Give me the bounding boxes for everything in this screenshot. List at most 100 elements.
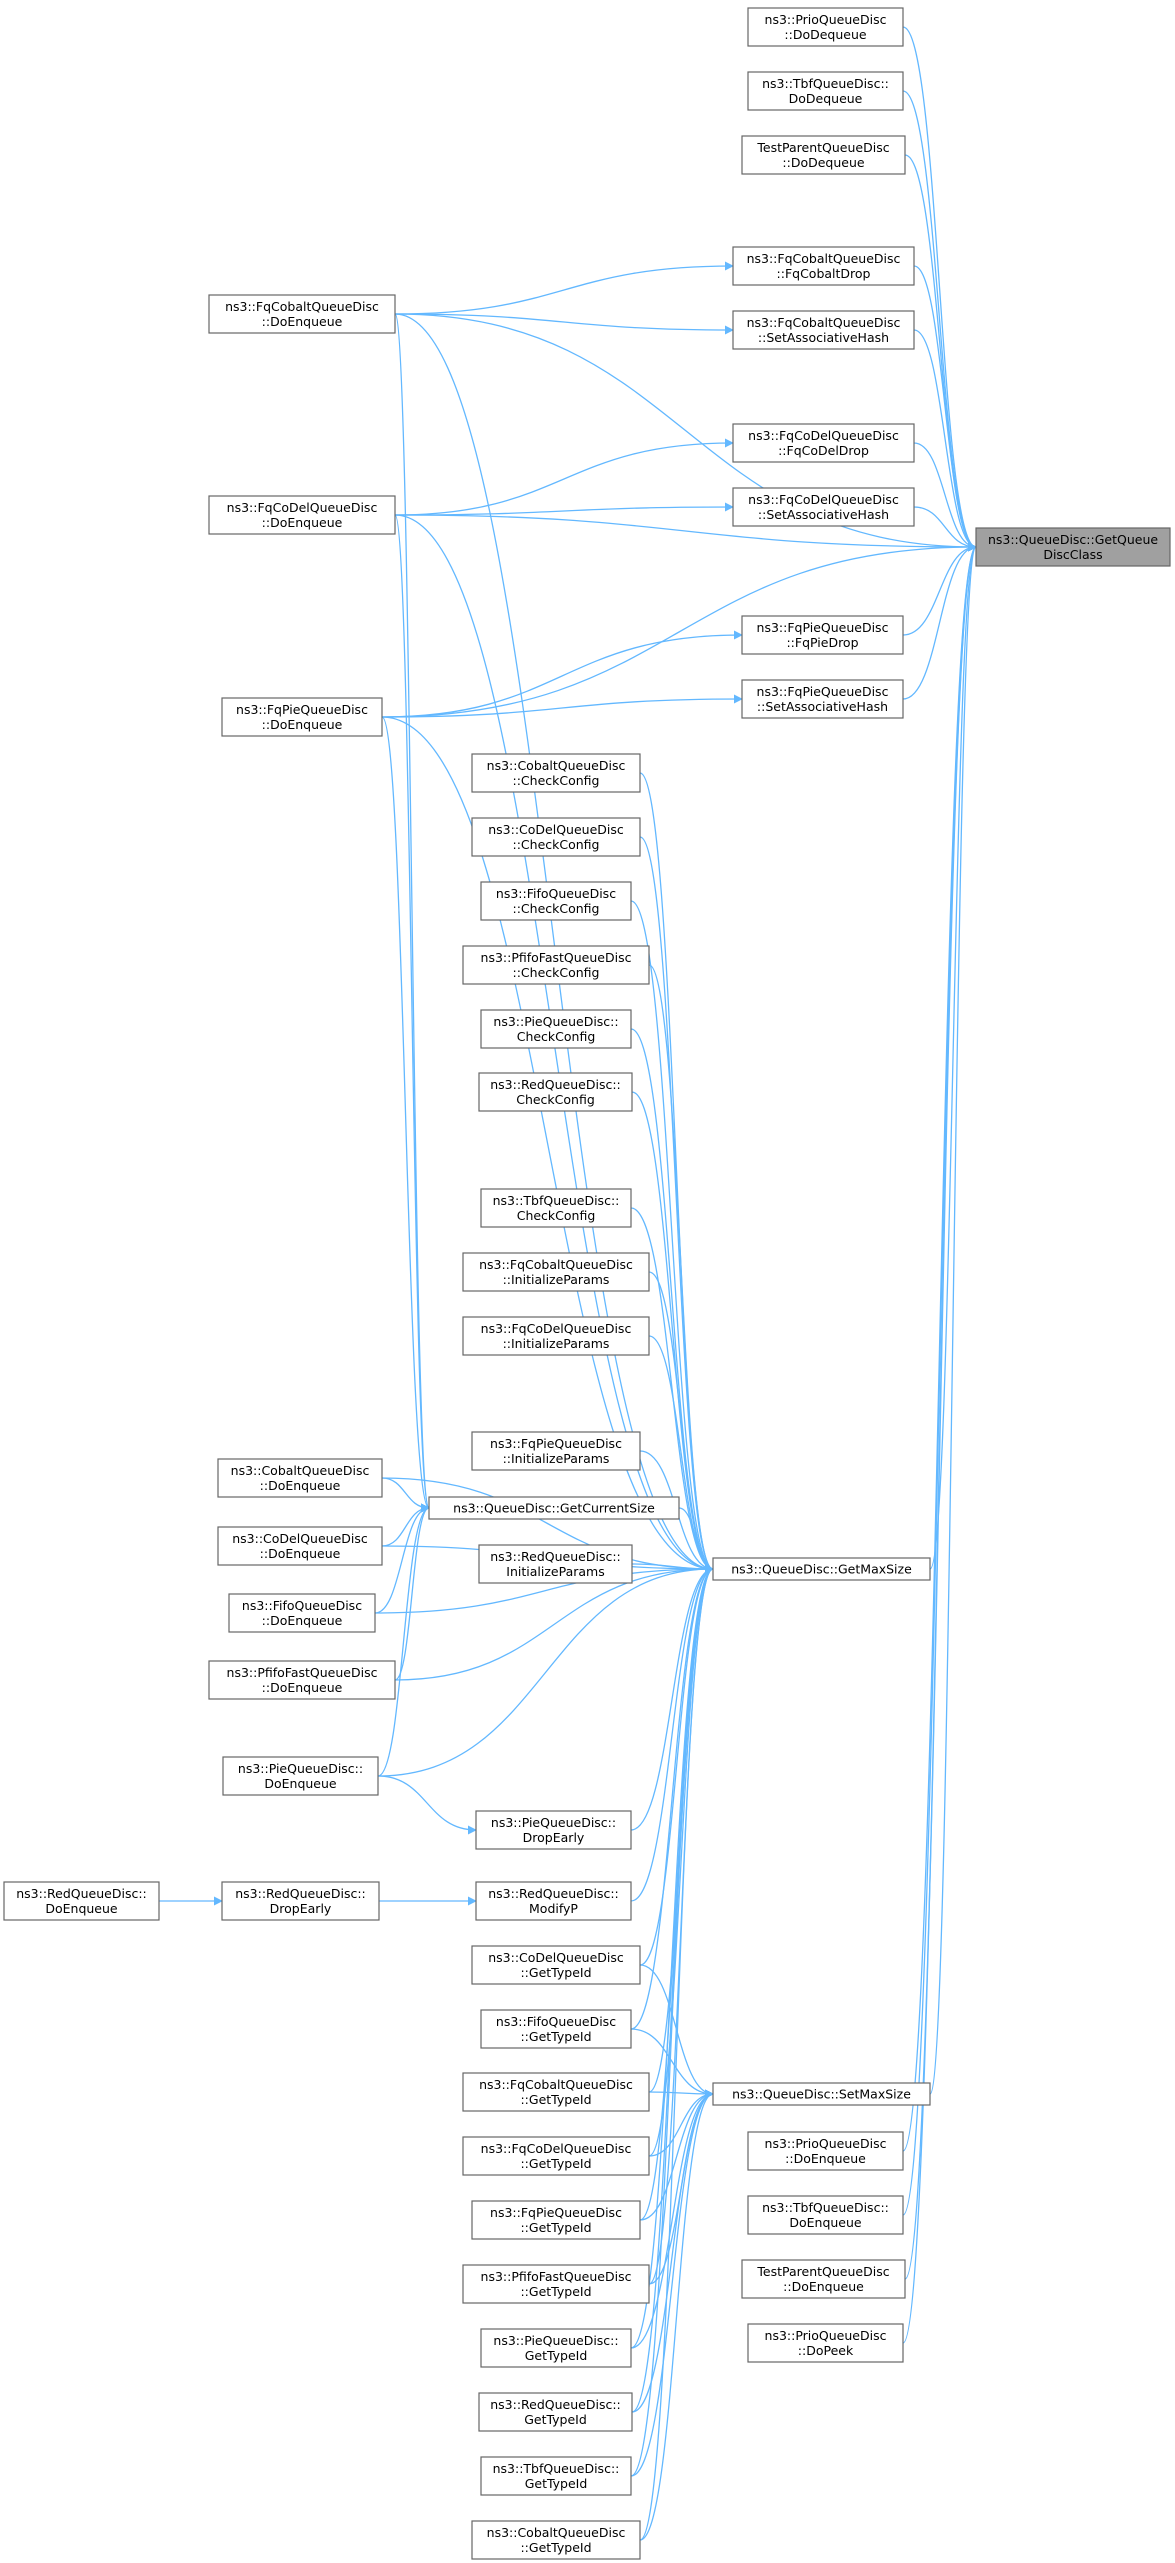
node-fq-co-del-do-enqueue[interactable]: ns3::FqCoDelQueueDisc::DoEnqueue <box>208 495 396 535</box>
node-label: ns3::FqCobaltQueueDisc <box>225 299 379 314</box>
node-red-drop-early[interactable]: ns3::RedQueueDisc::DropEarly <box>221 1881 380 1921</box>
node-pfifo-type-id[interactable]: ns3::PfifoFastQueueDisc::GetTypeId <box>462 2264 650 2304</box>
node-fifo-type-id[interactable]: ns3::FifoQueueDisc::GetTypeId <box>480 2009 632 2049</box>
node-prio-do-dequeue[interactable]: ns3::PrioQueueDisc::DoDequeue <box>747 7 904 47</box>
node-box <box>732 423 915 463</box>
node-co-del-do-enqueue[interactable]: ns3::CoDelQueueDisc::DoEnqueue <box>217 1526 383 1566</box>
node-label: ::CheckConfig <box>513 773 600 788</box>
node-co-del-type-id[interactable]: ns3::CoDelQueueDisc::GetTypeId <box>471 1945 641 1985</box>
node-fq-pie-init[interactable]: ns3::FqPieQueueDisc::InitializeParams <box>471 1431 641 1471</box>
node-pie-check[interactable]: ns3::PieQueueDisc::CheckConfig <box>480 1009 632 1049</box>
edge-pfifo-check-to-get-max-size <box>648 964 714 1574</box>
node-fq-pie-set-hash[interactable]: ns3::FqPieQueueDisc::SetAssociativeHash <box>741 679 904 719</box>
edge-red-modify-p-to-get-max-size <box>630 1564 714 1902</box>
node-label: ::DoDequeue <box>782 155 864 170</box>
node-get-max-size[interactable]: ns3::QueueDisc::GetMaxSize <box>712 1557 931 1581</box>
node-box <box>3 1881 160 1921</box>
node-prio-do-enqueue[interactable]: ns3::PrioQueueDisc::DoEnqueue <box>747 2131 904 2171</box>
node-fq-co-del-init[interactable]: ns3::FqCoDelQueueDisc::InitializeParams <box>462 1316 650 1356</box>
node-red-type-id[interactable]: ns3::RedQueueDisc::GetTypeId <box>478 2392 633 2432</box>
node-fq-co-del-drop[interactable]: ns3::FqCoDelQueueDisc::FqCoDelDrop <box>732 423 915 463</box>
node-box <box>462 2264 650 2304</box>
node-red-modify-p[interactable]: ns3::RedQueueDisc::ModifyP <box>475 1881 632 1921</box>
node-label: ns3::PieQueueDisc:: <box>493 1014 618 1029</box>
node-label: ns3::FifoQueueDisc <box>496 886 616 901</box>
node-fq-cobalt-set-hash[interactable]: ns3::FqCobaltQueueDisc::SetAssociativeHa… <box>732 310 915 350</box>
node-box <box>747 2131 904 2171</box>
node-label: ns3::RedQueueDisc:: <box>490 1549 621 1564</box>
edge-fq-pie-do-enqueue-to-get-current-size <box>381 716 430 1513</box>
node-fifo-check[interactable]: ns3::FifoQueueDisc::CheckConfig <box>480 881 632 921</box>
node-cobalt-check[interactable]: ns3::CobaltQueueDisc::CheckConfig <box>471 753 641 793</box>
node-test-do-enqueue[interactable]: TestParentQueueDisc::DoEnqueue <box>741 2259 906 2299</box>
node-cobalt-type-id[interactable]: ns3::CobaltQueueDisc::GetTypeId <box>471 2520 641 2560</box>
node-pie-type-id[interactable]: ns3::PieQueueDisc::GetTypeId <box>480 2328 632 2368</box>
node-co-del-check[interactable]: ns3::CoDelQueueDisc::CheckConfig <box>471 817 641 857</box>
edge-fq-pie-drop-to-get-queue-disc-class <box>902 542 977 636</box>
node-fq-cobalt-type-id[interactable]: ns3::FqCobaltQueueDisc::GetTypeId <box>462 2072 650 2112</box>
node-box <box>741 2259 906 2299</box>
node-pfifo-do-enqueue[interactable]: ns3::PfifoFastQueueDisc::DoEnqueue <box>208 1660 396 1700</box>
node-box <box>217 1458 383 1498</box>
edge-fifo-do-enqueue-to-get-max-size <box>374 1564 714 1614</box>
node-box <box>462 1252 650 1292</box>
node-tbf-do-dequeue[interactable]: ns3::TbfQueueDisc::DoDequeue <box>747 71 904 111</box>
edge-fifo-type-id-to-set-max-size <box>630 2028 714 2099</box>
edge-co-del-type-id-to-set-max-size <box>639 1964 714 2099</box>
node-fq-cobalt-do-enqueue[interactable]: ns3::FqCobaltQueueDisc::DoEnqueue <box>208 294 396 334</box>
edge-fq-co-del-do-enqueue-to-get-queue-disc-class <box>394 514 977 552</box>
edge-get-max-size-to-get-queue-disc-class <box>929 542 977 1570</box>
node-label: ns3::FifoQueueDisc <box>496 2014 616 2029</box>
node-box <box>480 2328 632 2368</box>
node-label: ns3::FqCobaltQueueDisc <box>479 1257 633 1272</box>
node-get-current-size[interactable]: ns3::QueueDisc::GetCurrentSize <box>428 1496 680 1520</box>
node-red-init[interactable]: ns3::RedQueueDisc::InitializeParams <box>478 1544 633 1584</box>
node-box <box>480 1188 632 1228</box>
node-label: ns3::FqPieQueueDisc <box>236 702 368 717</box>
node-tbf-type-id[interactable]: ns3::TbfQueueDisc::GetTypeId <box>480 2456 632 2496</box>
node-red-check[interactable]: ns3::RedQueueDisc::CheckConfig <box>478 1072 633 1112</box>
node-fq-cobalt-drop[interactable]: ns3::FqCobaltQueueDisc::FqCobaltDrop <box>732 246 915 286</box>
node-red-do-enqueue[interactable]: ns3::RedQueueDisc::DoEnqueue <box>3 1881 160 1921</box>
node-box <box>732 310 915 350</box>
node-label: ::GetTypeId <box>520 2540 591 2555</box>
node-fq-pie-type-id[interactable]: ns3::FqPieQueueDisc::GetTypeId <box>471 2200 641 2240</box>
node-label: ns3::QueueDisc::SetMaxSize <box>732 2087 911 2102</box>
node-fq-co-del-set-hash[interactable]: ns3::FqCoDelQueueDisc::SetAssociativeHas… <box>732 487 915 527</box>
node-fifo-do-enqueue[interactable]: ns3::FifoQueueDisc::DoEnqueue <box>228 1593 376 1633</box>
node-test-do-dequeue[interactable]: TestParentQueueDisc::DoDequeue <box>741 135 906 175</box>
node-fq-co-del-type-id[interactable]: ns3::FqCoDelQueueDisc::GetTypeId <box>462 2136 650 2176</box>
edge-fq-pie-type-id-to-get-max-size <box>639 1564 714 2221</box>
node-label: ::DoEnqueue <box>262 314 343 329</box>
node-label: ns3::FqCoDelQueueDisc <box>748 492 899 507</box>
node-pie-drop-early[interactable]: ns3::PieQueueDisc::DropEarly <box>475 1810 632 1850</box>
node-box <box>741 679 904 719</box>
node-fq-pie-do-enqueue[interactable]: ns3::FqPieQueueDisc::DoEnqueue <box>221 697 383 737</box>
node-label: CheckConfig <box>516 1092 595 1107</box>
node-label: ::DoEnqueue <box>785 2151 866 2166</box>
node-layer: ns3::QueueDisc::GetQueueDiscClassns3::Pr… <box>3 7 1171 2560</box>
node-fq-pie-drop[interactable]: ns3::FqPieQueueDisc::FqPieDrop <box>741 615 904 655</box>
node-box <box>462 945 650 985</box>
edge-cobalt-type-id-to-get-max-size <box>639 1564 714 2541</box>
node-prio-do-peek[interactable]: ns3::PrioQueueDisc::DoPeek <box>747 2323 904 2363</box>
node-fq-cobalt-init[interactable]: ns3::FqCobaltQueueDisc::InitializeParams <box>462 1252 650 1292</box>
node-label: ns3::FqPieQueueDisc <box>490 1436 622 1451</box>
node-pfifo-check[interactable]: ns3::PfifoFastQueueDisc::CheckConfig <box>462 945 650 985</box>
node-label: ::DoEnqueue <box>262 1680 343 1695</box>
node-box <box>478 1544 633 1584</box>
node-label: ns3::CobaltQueueDisc <box>487 758 626 773</box>
node-set-max-size[interactable]: ns3::QueueDisc::SetMaxSize <box>712 2082 931 2106</box>
node-cobalt-do-enqueue[interactable]: ns3::CobaltQueueDisc::DoEnqueue <box>217 1458 383 1498</box>
node-tbf-check[interactable]: ns3::TbfQueueDisc::CheckConfig <box>480 1188 632 1228</box>
node-label: ns3::PrioQueueDisc <box>765 2136 887 2151</box>
node-tbf-do-enqueue[interactable]: ns3::TbfQueueDisc::DoEnqueue <box>747 2195 904 2235</box>
edge-test-do-dequeue-to-get-queue-disc-class <box>904 154 977 552</box>
node-label: ::InitializeParams <box>503 1336 610 1351</box>
node-pie-do-enqueue[interactable]: ns3::PieQueueDisc::DoEnqueue <box>222 1756 379 1796</box>
node-label: ::DoPeek <box>798 2343 854 2358</box>
node-label: GetTypeId <box>525 2348 588 2363</box>
node-box <box>741 615 904 655</box>
edge-fq-cobalt-do-enqueue-to-get-max-size <box>394 313 714 1574</box>
